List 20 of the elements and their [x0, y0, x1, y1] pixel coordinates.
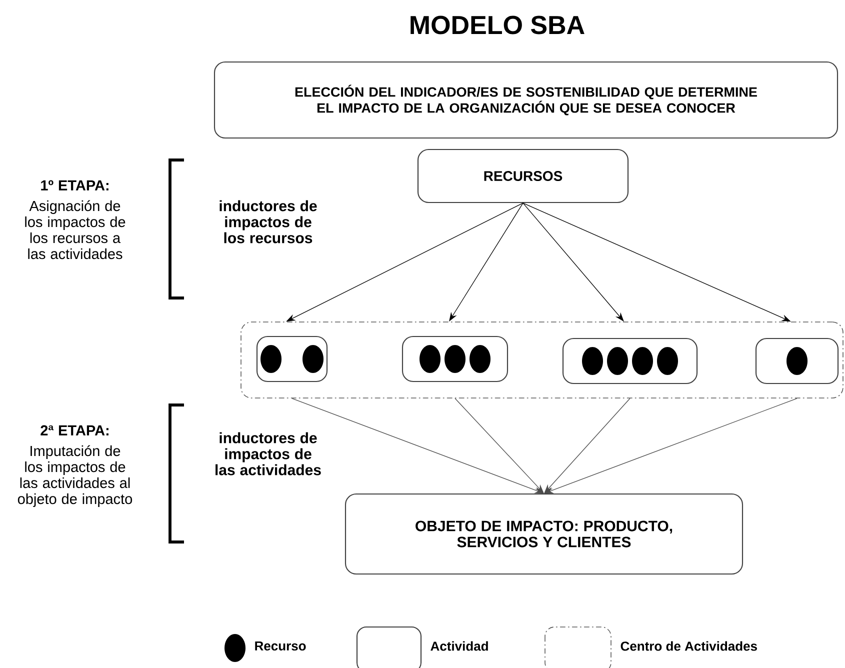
legend-label: Centro de Actividades: [620, 641, 757, 651]
activity-box: [256, 336, 328, 382]
arrow: [454, 398, 544, 494]
process-box: ELECCIÓN DEL INDICADOR/ES DE SOSTENIBILIDAD QUE DETERMINE EL IMPACTO DE LA ORGANIZACIÓN QUE SE DESEA CONOCER: [214, 61, 838, 139]
process-box: RECURSOS: [417, 148, 629, 204]
driver-label: inductores de impactos de las actividades: [216, 432, 321, 476]
stage-heading: 1º ETAPA:: [41, 180, 108, 190]
activity-box: [755, 338, 839, 384]
stage-heading: 2ª ETAPA:: [40, 425, 108, 436]
process-box: OBJETO DE IMPACTO: PRODUCTO, SERVICIOS Y CLIENTES: [344, 493, 744, 575]
legend-label: Actividad: [430, 641, 488, 651]
stage-description: Asignación de los impactos de los recursos a las actividades: [25, 200, 126, 260]
arrow: [544, 398, 630, 494]
activity-box: [402, 336, 508, 382]
activity-box: [562, 338, 698, 384]
legend-label: Recurso: [255, 641, 306, 651]
activity-center-area: [240, 322, 844, 398]
driver-label: inductores de impactos de los recursos: [220, 200, 317, 244]
stage-description: Imputación de los impactos de las actividades al objeto de impacto: [18, 445, 132, 507]
title: MODELO SBA: [410, 16, 584, 34]
